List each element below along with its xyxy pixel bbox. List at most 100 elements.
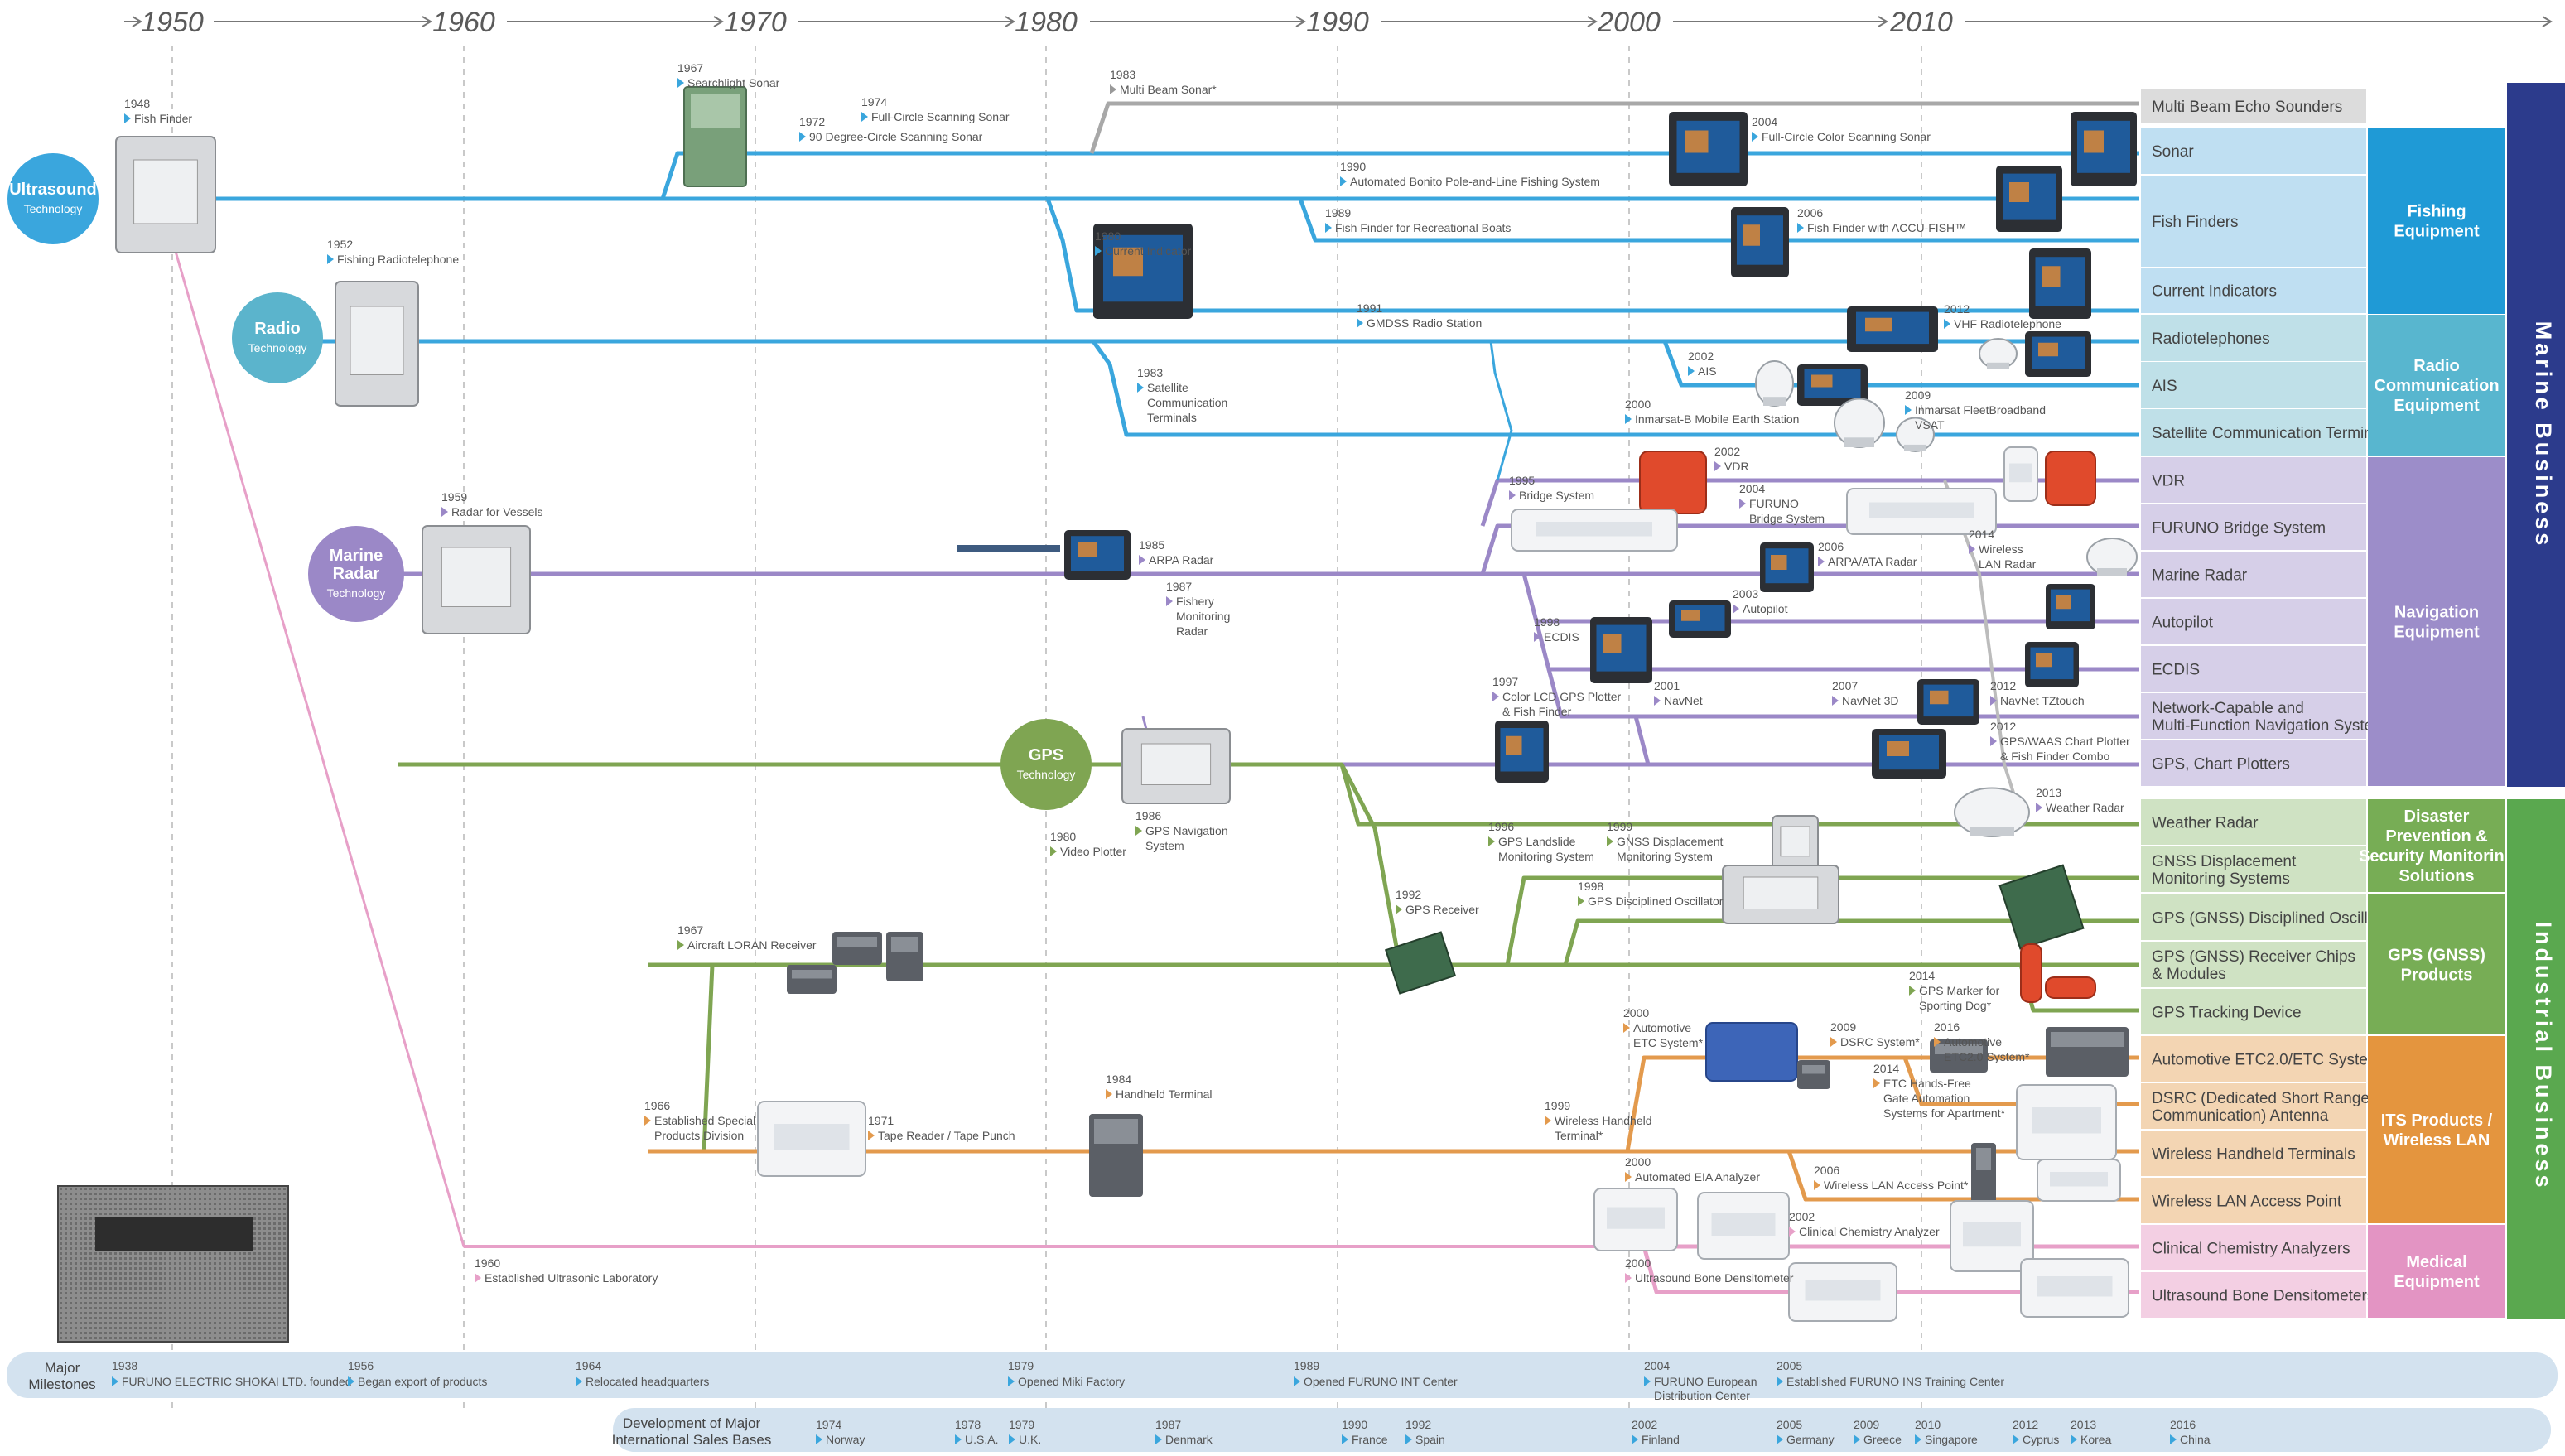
event-arrow bbox=[1342, 1434, 1348, 1444]
product-item: ECDIS bbox=[2141, 646, 2366, 692]
sales-country: Cyprus bbox=[2023, 1433, 2059, 1446]
device-board bbox=[1998, 864, 2085, 950]
event-text: Full-Circle Scanning Sonar bbox=[871, 110, 1010, 123]
wireless-handheld-image bbox=[1971, 1143, 1996, 1217]
event-arrow bbox=[1135, 826, 1142, 836]
tech-label: Radar bbox=[333, 565, 380, 583]
event-text: VDR bbox=[1724, 460, 1749, 473]
event-arrow bbox=[1818, 557, 1825, 566]
device-screen-detail bbox=[2056, 595, 2071, 610]
product-label: Ultrasound Bone Densitometers bbox=[2152, 1288, 2375, 1305]
sales-title: International Sales Bases bbox=[612, 1432, 772, 1448]
event-arrow bbox=[1578, 896, 1584, 906]
product-box bbox=[2141, 128, 2366, 174]
product-box bbox=[2141, 846, 2366, 892]
event-arrow bbox=[1137, 383, 1144, 393]
line-gnss-monitor bbox=[1505, 875, 2139, 966]
event-year: 1999 bbox=[1545, 1099, 1570, 1112]
ais-antenna-image bbox=[1755, 360, 1794, 407]
event-text: ARPA Radar bbox=[1149, 553, 1214, 566]
product-label: GPS (GNSS) Disciplined Oscillators bbox=[2152, 910, 2403, 928]
axis-arrow-head bbox=[713, 16, 724, 27]
device-panel bbox=[1711, 1213, 1776, 1236]
event-year: 2002 bbox=[1688, 350, 1714, 363]
category-label: Navigation bbox=[2394, 604, 2479, 622]
device-panel bbox=[2032, 1107, 2101, 1134]
event-text: Ultrasound Bone Densitometer bbox=[1635, 1271, 1794, 1285]
event-arrow bbox=[1155, 1434, 1162, 1444]
osc-board-image bbox=[1998, 864, 2085, 950]
line-satellite bbox=[1091, 340, 2139, 437]
tech-label: Ultrasound bbox=[9, 181, 97, 199]
device-panel bbox=[1780, 826, 1810, 857]
product-item: AIS bbox=[2141, 362, 2366, 408]
event-text: Automated EIA Analyzer bbox=[1635, 1170, 1760, 1184]
event-arrow bbox=[1607, 836, 1613, 846]
event-year: 2014 bbox=[1909, 969, 1935, 982]
event-arrow bbox=[1095, 246, 1102, 256]
event-arrow bbox=[1644, 1376, 1651, 1386]
category-label: Prevention & bbox=[2385, 827, 2487, 846]
device-body bbox=[787, 965, 837, 994]
event-year: 1997 bbox=[1492, 675, 1518, 688]
event-arrow bbox=[1110, 84, 1116, 94]
event-year: 2014 bbox=[1969, 528, 1994, 541]
handheld-terminal-image bbox=[1089, 1114, 1143, 1197]
event-text: GNSS Displacement bbox=[1617, 835, 1723, 848]
product-item: GPS (GNSS) Receiver Chips& Modules bbox=[2141, 942, 2366, 987]
event-year: 1966 bbox=[644, 1099, 670, 1112]
category-label: Security Monitoring bbox=[2359, 847, 2514, 865]
gps-waas-image bbox=[1872, 729, 1946, 779]
event-year: 1967 bbox=[677, 923, 703, 937]
sales-country: Finland bbox=[1642, 1433, 1680, 1446]
device-panel bbox=[1094, 1119, 1138, 1144]
product-label: GNSS Displacement bbox=[2152, 853, 2297, 870]
event-arrow bbox=[1357, 318, 1363, 328]
product-box bbox=[2141, 989, 2366, 1034]
tech-label: Technology bbox=[327, 586, 386, 600]
tech-label: Technology bbox=[248, 341, 307, 354]
event-year: 2009 bbox=[1830, 1020, 1856, 1034]
event-arrow bbox=[1654, 696, 1661, 706]
category-label: Radio bbox=[2413, 357, 2460, 375]
event-arrow bbox=[1830, 1037, 1837, 1047]
arpa-ata-image bbox=[1760, 542, 1814, 592]
device-screen-detail bbox=[1681, 610, 1700, 621]
event-arrow bbox=[677, 78, 684, 88]
radiotel-image bbox=[2025, 331, 2091, 377]
sales-year: 2016 bbox=[2170, 1418, 2196, 1431]
axis-arrow-head bbox=[2542, 16, 2553, 27]
industrial-business-label: Industrial Business bbox=[2531, 921, 2556, 1190]
product-label: Fish Finders bbox=[2152, 214, 2239, 231]
historic-building-photo bbox=[57, 1185, 289, 1343]
event-text: GPS Receiver bbox=[1405, 903, 1479, 916]
event-year: 2000 bbox=[1625, 1256, 1651, 1270]
event-arrow bbox=[2036, 803, 2042, 812]
category-bg bbox=[2368, 799, 2505, 892]
event-year: 2002 bbox=[1714, 445, 1740, 458]
event-year: 1991 bbox=[1357, 301, 1382, 315]
product-box bbox=[2141, 504, 2366, 550]
category-label: Fishing bbox=[2407, 203, 2466, 221]
